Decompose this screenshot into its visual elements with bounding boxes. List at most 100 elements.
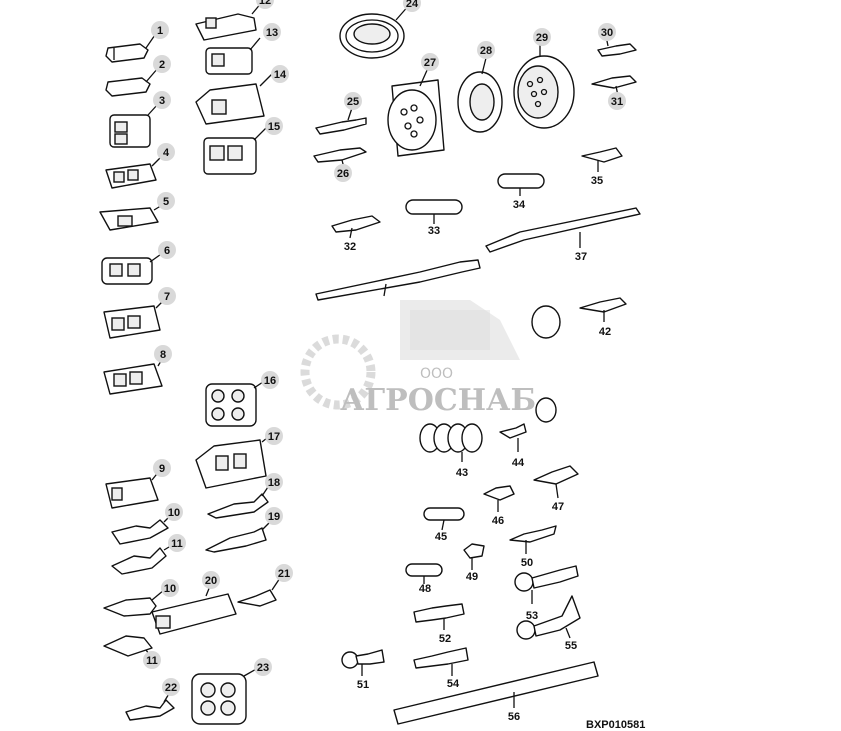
part-number-label: 28: [480, 45, 492, 57]
label-bubble: [158, 287, 176, 305]
label-bubble: [265, 427, 283, 445]
label-bubble: [344, 92, 362, 110]
part-22-terminal: [125, 691, 175, 721]
part-47-terminal: [533, 465, 579, 499]
label-bubble: [161, 579, 179, 597]
part-number-label: 17: [268, 431, 280, 443]
part-number-label: 27: [424, 57, 436, 69]
watermark-brand: АГРОСНАБ: [340, 383, 536, 418]
part-number-label: 10: [168, 507, 180, 519]
part-number-label: 29: [536, 32, 548, 44]
label-bubble: [608, 92, 626, 110]
part-35-terminal: [581, 147, 623, 172]
part-number-label: 3: [159, 95, 165, 107]
part-43-spring: [419, 423, 483, 462]
label-bubble: [271, 65, 289, 83]
part-number-label: 1: [157, 25, 163, 37]
part-number-label: 34: [513, 199, 526, 211]
part-9-connector: [105, 469, 161, 509]
part-number-label: 42: [599, 326, 611, 338]
part-number-label: 19: [268, 511, 280, 523]
label-bubble: [157, 143, 175, 161]
part-13-connector: [205, 37, 261, 75]
part-number-label: 33: [428, 225, 440, 237]
label-bubble: [162, 678, 180, 696]
part-number-label: 12: [259, 0, 271, 7]
part-wire-lead-lower: [315, 259, 481, 301]
part-28-coupling-ring: [457, 57, 503, 133]
part-sleeve-2: [535, 397, 557, 423]
part-2-connector: [105, 67, 159, 97]
part-5-connector: [99, 203, 165, 231]
label-bubble: [202, 571, 220, 589]
part-number-label: 10: [164, 583, 176, 595]
part-45-butt-splice: [423, 507, 465, 531]
part-number-label: 11: [171, 538, 183, 550]
label-bubble: [153, 55, 171, 73]
part-4-connector: [105, 155, 163, 189]
part-21-terminal: [237, 577, 281, 607]
label-bubble: [421, 53, 439, 71]
part-16-connector: [205, 379, 267, 427]
part-17-connector: [195, 433, 273, 489]
part-48-butt-splice: [405, 563, 443, 584]
label-bubble: [265, 117, 283, 135]
part-number-label: 21: [278, 568, 290, 580]
part-53-ring-terminal: [514, 565, 579, 604]
part-20-tube-connector: [151, 585, 237, 635]
label-bubble: [256, 0, 274, 9]
label-bubble: [254, 658, 272, 676]
label-bubble: [275, 564, 293, 582]
part-33-splice: [405, 199, 463, 224]
label-bubble: [151, 21, 169, 39]
part-10-terminal-upper: [111, 513, 173, 545]
part-27-receptacle: [387, 67, 445, 157]
part-54-fork-terminal: [413, 647, 469, 676]
part-number-label: 15: [268, 121, 280, 133]
part-15-connector: [203, 125, 269, 175]
label-bubble: [157, 192, 175, 210]
part-number-label: 8: [160, 349, 166, 361]
part-number-label: 49: [466, 571, 478, 583]
label-bubble: [143, 651, 161, 669]
part-8-connector: [103, 355, 165, 395]
part-number-label: 13: [266, 27, 278, 39]
part-number-label: 48: [419, 583, 431, 595]
part-number-label: 18: [268, 477, 280, 489]
part-number-label: 31: [611, 96, 623, 108]
label-bubble: [154, 345, 172, 363]
part-number-label: 47: [552, 501, 564, 513]
part-number-label: 46: [492, 515, 504, 527]
part-number-label: 37: [575, 251, 587, 263]
part-number-label: 4: [163, 147, 170, 159]
label-bubble: [168, 534, 186, 552]
part-sleeve: [531, 305, 561, 339]
part-number-label: 25: [347, 96, 359, 108]
label-bubble: [265, 507, 283, 525]
part-34-splice: [497, 173, 545, 196]
part-number-label: 9: [159, 463, 165, 475]
part-number-label: 6: [164, 245, 170, 257]
label-bubble: [477, 41, 495, 59]
part-number-label: 11: [146, 655, 158, 667]
part-number-label: 32: [344, 241, 356, 253]
drawing-code: BXP010581: [586, 719, 645, 731]
part-44-terminal: [499, 423, 527, 452]
part-50-terminal: [509, 525, 557, 554]
part-number-label: 56: [508, 711, 520, 723]
part-number-label: 2: [159, 59, 165, 71]
label-bubble: [153, 459, 171, 477]
label-bubble: [265, 473, 283, 491]
label-bubble: [158, 241, 176, 259]
label-bubble: [165, 503, 183, 521]
label-bubble: [598, 23, 616, 41]
part-55-ring-terminal: [516, 595, 581, 640]
label-bubble: [263, 23, 281, 41]
part-number-label: 52: [439, 633, 451, 645]
part-51-ring-terminal: [341, 649, 385, 676]
part-number-label: 24: [406, 0, 419, 10]
part-37-wire-lead: [485, 207, 641, 253]
part-number-label: 14: [274, 69, 287, 81]
part-number-label: 43: [456, 467, 468, 479]
